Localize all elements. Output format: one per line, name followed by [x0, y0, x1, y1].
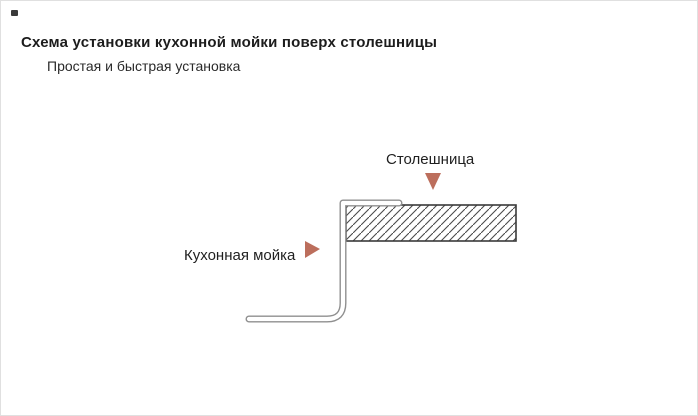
sink-arrow-icon: [305, 241, 320, 258]
countertop-label: Столешница: [386, 151, 475, 168]
sink-profile-core: [246, 200, 402, 322]
diagram-title: Схема установки кухонной мойки поверх ст…: [21, 34, 438, 51]
countertop-arrow-icon: [425, 173, 441, 190]
countertop-section: [345, 204, 517, 242]
scan-artifact: [11, 10, 18, 16]
diagram-subtitle: Простая и быстрая установка: [47, 58, 241, 74]
sink-label: Кухонная мойка: [184, 247, 296, 264]
